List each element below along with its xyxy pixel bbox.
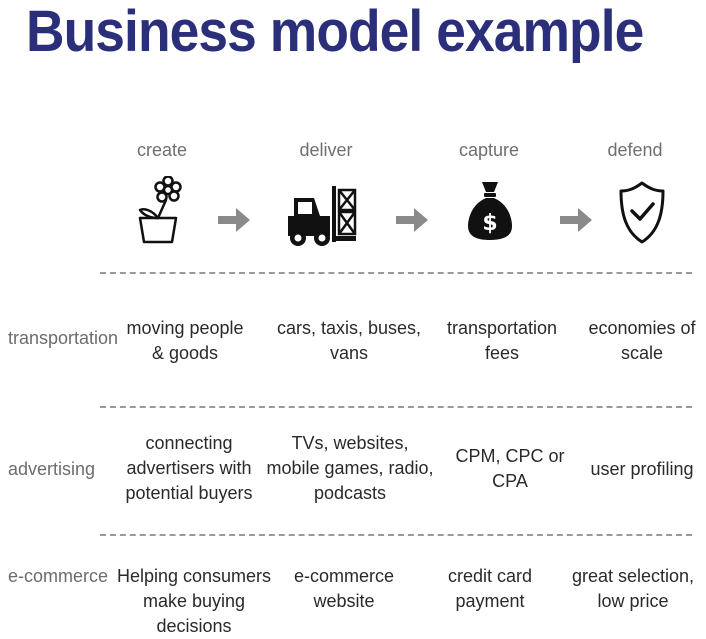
cell-create-e-commerce: Helping consumers make buying decisions [116, 566, 272, 636]
cell-defend-transportation: economies of scale [588, 318, 696, 363]
divider [100, 272, 692, 274]
cell-defend-e-commerce: great selection, low price [571, 566, 695, 611]
row-label-e-commerce: e-commerce [8, 566, 109, 586]
forklift-icon [288, 186, 357, 246]
cell-deliver-advertising: TVs, websites, mobile games, radio, podc… [266, 433, 434, 503]
divider [100, 406, 692, 408]
stage-label-create: create [136, 140, 188, 160]
cell-capture-transportation: transportation fees [446, 318, 558, 363]
cell-defend-advertising: user profiling [590, 459, 694, 479]
cell-capture-advertising: CPM, CPC or CPA [455, 446, 565, 491]
stage-label-capture: capture [458, 140, 520, 160]
shield-check-icon [619, 181, 665, 244]
row-label-transportation: transportation [8, 328, 119, 348]
stage-label-deliver: deliver [299, 140, 353, 160]
cell-deliver-e-commerce: e-commerce website [293, 566, 395, 611]
flower-pot-icon [138, 176, 182, 244]
svg-text:$: $ [482, 211, 497, 236]
arrow-right-icon [396, 208, 428, 232]
cell-deliver-transportation: cars, taxis, buses, vans [276, 318, 422, 363]
page-title: Business model example [26, 0, 644, 64]
arrow-right-icon [218, 208, 250, 232]
row-label-advertising: advertising [8, 459, 96, 479]
stage-label-defend: defend [607, 140, 663, 160]
arrow-right-icon [560, 208, 592, 232]
cell-capture-e-commerce: credit card payment [447, 566, 533, 611]
cell-create-transportation: moving people & goods [126, 318, 244, 363]
divider [100, 534, 692, 536]
cell-create-advertising: connecting advertisers with potential bu… [125, 433, 253, 503]
money-bag-icon: $ [468, 182, 512, 240]
